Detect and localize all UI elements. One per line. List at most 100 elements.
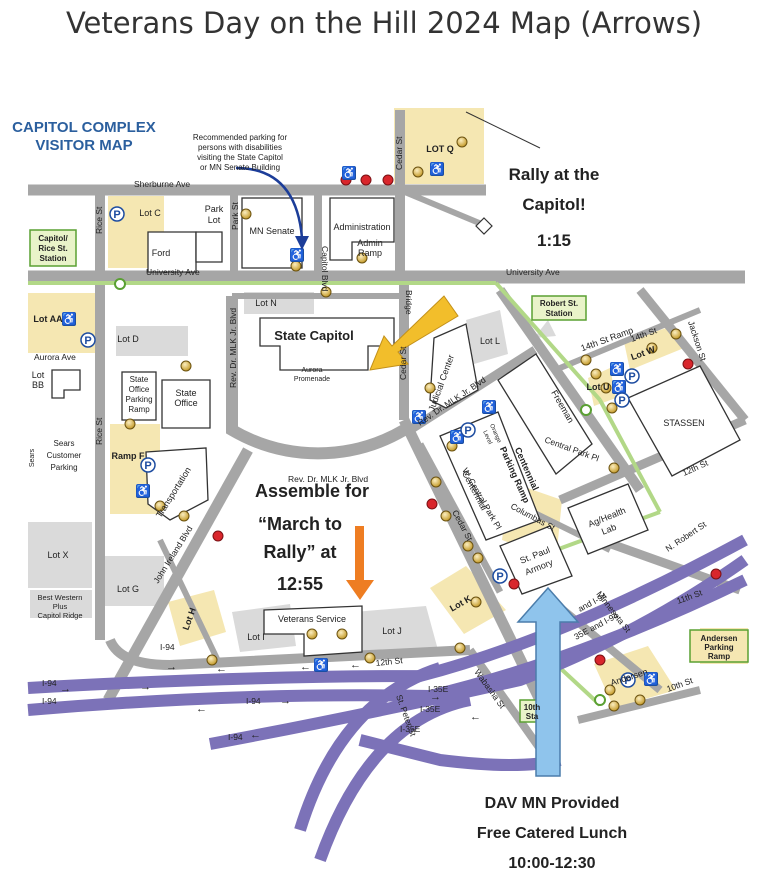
svg-text:P: P	[628, 371, 635, 383]
svg-text:Capitol/: Capitol/	[38, 234, 68, 243]
svg-text:Rice St: Rice St	[94, 417, 104, 445]
svg-text:University Ave: University Ave	[146, 267, 200, 277]
svg-text:Ramp: Ramp	[358, 248, 382, 258]
svg-text:Ramp: Ramp	[708, 652, 730, 661]
streets	[28, 110, 749, 763]
svg-text:Lot N: Lot N	[255, 298, 277, 308]
svg-text:Lot AA: Lot AA	[33, 314, 63, 324]
svg-text:12th St: 12th St	[375, 655, 403, 668]
svg-text:←: ←	[350, 659, 361, 671]
svg-text:♿: ♿	[342, 166, 357, 180]
svg-text:→: →	[166, 661, 177, 673]
lunch-arrow-blue[interactable]	[516, 586, 580, 777]
svg-text:→: →	[280, 695, 291, 707]
svg-text:Capitol Blvd: Capitol Blvd	[320, 246, 330, 292]
svg-text:Lot J: Lot J	[382, 626, 402, 636]
svg-text:State Capitol: State Capitol	[274, 328, 353, 343]
assemble-arrow-orange[interactable]	[346, 526, 374, 600]
lunch-annotation: DAV MN Provided Free Catered Lunch 10:00…	[477, 795, 627, 872]
svg-text:Park: Park	[205, 204, 224, 214]
highway-traffic-arrows: →←←← →→←→ ←→←	[60, 659, 481, 741]
svg-text:Plus: Plus	[53, 602, 68, 611]
svg-text:Capitol!: Capitol!	[522, 195, 585, 214]
svg-text:♿: ♿	[412, 410, 427, 424]
svg-text:Rev. Dr. MLK Jr. Blvd: Rev. Dr. MLK Jr. Blvd	[288, 474, 368, 484]
svg-text:Veterans Service: Veterans Service	[278, 614, 346, 624]
highways	[27, 534, 749, 863]
svg-text:Lot X: Lot X	[47, 550, 68, 560]
svg-text:Sta: Sta	[526, 712, 539, 721]
svg-text:P: P	[144, 460, 151, 472]
svg-text:♿: ♿	[290, 248, 305, 262]
nav-arrow-blue-dark	[235, 166, 304, 239]
svg-text:persons with disabilities: persons with disabilities	[198, 143, 282, 152]
svg-text:N. Robert St: N. Robert St	[664, 519, 709, 554]
rally-pointer-line	[465, 111, 541, 149]
svg-text:visiting the State Capitol: visiting the State Capitol	[197, 153, 283, 162]
entrance-gold-dots	[124, 136, 682, 712]
svg-text:Lot: Lot	[208, 215, 221, 225]
svg-text:Best Western: Best Western	[38, 593, 83, 602]
svg-text:10th: 10th	[524, 703, 541, 712]
station-markers	[114, 278, 606, 706]
svg-text:Rice St.: Rice St.	[38, 244, 67, 253]
legend-title-line2: VISITOR MAP	[35, 137, 132, 154]
svg-text:Andersen: Andersen	[701, 634, 738, 643]
svg-text:Lot U: Lot U	[587, 382, 610, 392]
assemble-annotation: Assemble for “March to Rally” at 12:55	[255, 481, 369, 594]
svg-text:I-94: I-94	[246, 696, 261, 706]
svg-text:Rally at the: Rally at the	[509, 165, 600, 184]
svg-text:←: ←	[300, 661, 311, 673]
svg-text:BB: BB	[32, 380, 44, 390]
legend-title-line1: CAPITOL COMPLEX	[12, 119, 156, 136]
svg-text:P: P	[618, 395, 625, 407]
svg-text:Free Catered Lunch: Free Catered Lunch	[477, 825, 627, 842]
svg-text:→: →	[140, 681, 151, 693]
svg-text:P: P	[464, 425, 471, 437]
svg-text:Sears: Sears	[54, 439, 75, 448]
svg-text:→: →	[60, 683, 71, 695]
svg-text:←: ←	[470, 711, 481, 723]
rally-annotation: Rally at the Capitol! 1:15	[509, 165, 600, 250]
svg-text:P: P	[113, 209, 120, 221]
andersen-ramp-box	[689, 629, 749, 663]
svg-text:I-94: I-94	[228, 732, 243, 742]
svg-text:P: P	[496, 571, 503, 583]
rally-arrow-gold[interactable]	[369, 295, 459, 371]
svg-text:I-35E: I-35E	[400, 724, 421, 734]
svg-text:Cedar St: Cedar St	[394, 136, 404, 170]
svg-text:Customer: Customer	[47, 451, 82, 460]
svg-text:♿: ♿	[430, 162, 445, 176]
svg-text:Rice St: Rice St	[94, 206, 104, 234]
svg-text:Lot C: Lot C	[139, 208, 161, 218]
svg-text:1:15: 1:15	[537, 231, 571, 250]
svg-text:Station: Station	[39, 254, 66, 263]
svg-text:♿: ♿	[482, 400, 497, 414]
svg-text:I-94: I-94	[160, 642, 175, 652]
svg-text:10:00-12:30: 10:00-12:30	[508, 855, 595, 872]
svg-text:Capitol Ridge: Capitol Ridge	[37, 611, 82, 620]
svg-text:University Ave: University Ave	[506, 267, 560, 277]
svg-text:←: ←	[216, 663, 227, 675]
svg-text:♿: ♿	[644, 672, 659, 686]
svg-text:State: State	[175, 388, 196, 398]
svg-text:I-94: I-94	[42, 678, 57, 688]
svg-text:I-35E: I-35E	[420, 704, 441, 714]
station-boxes	[29, 229, 587, 723]
svg-text:Rally” at: Rally” at	[263, 542, 336, 562]
accessible-parking-icons: ♿♿♿♿♿♿♿♿♿♿♿♿	[62, 162, 659, 686]
svg-text:←: ←	[250, 729, 261, 741]
svg-text:I-35E: I-35E	[428, 684, 449, 694]
svg-text:♿: ♿	[612, 380, 627, 394]
svg-text:Lot: Lot	[32, 370, 45, 380]
svg-text:Cedar St: Cedar St	[398, 346, 408, 380]
station-labels: Capitol/ Rice St. Station Robert St. Sta…	[38, 234, 737, 721]
svg-text:Station: Station	[545, 309, 572, 318]
svg-text:DAV MN Provided: DAV MN Provided	[485, 795, 620, 812]
svg-text:Bridge: Bridge	[404, 290, 414, 315]
svg-text:Lot L: Lot L	[480, 336, 500, 346]
svg-text:Office: Office	[174, 398, 197, 408]
svg-text:Ramp F: Ramp F	[111, 451, 145, 461]
svg-text:Rev. Dr. MLK Jr. Blvd: Rev. Dr. MLK Jr. Blvd	[228, 308, 238, 388]
